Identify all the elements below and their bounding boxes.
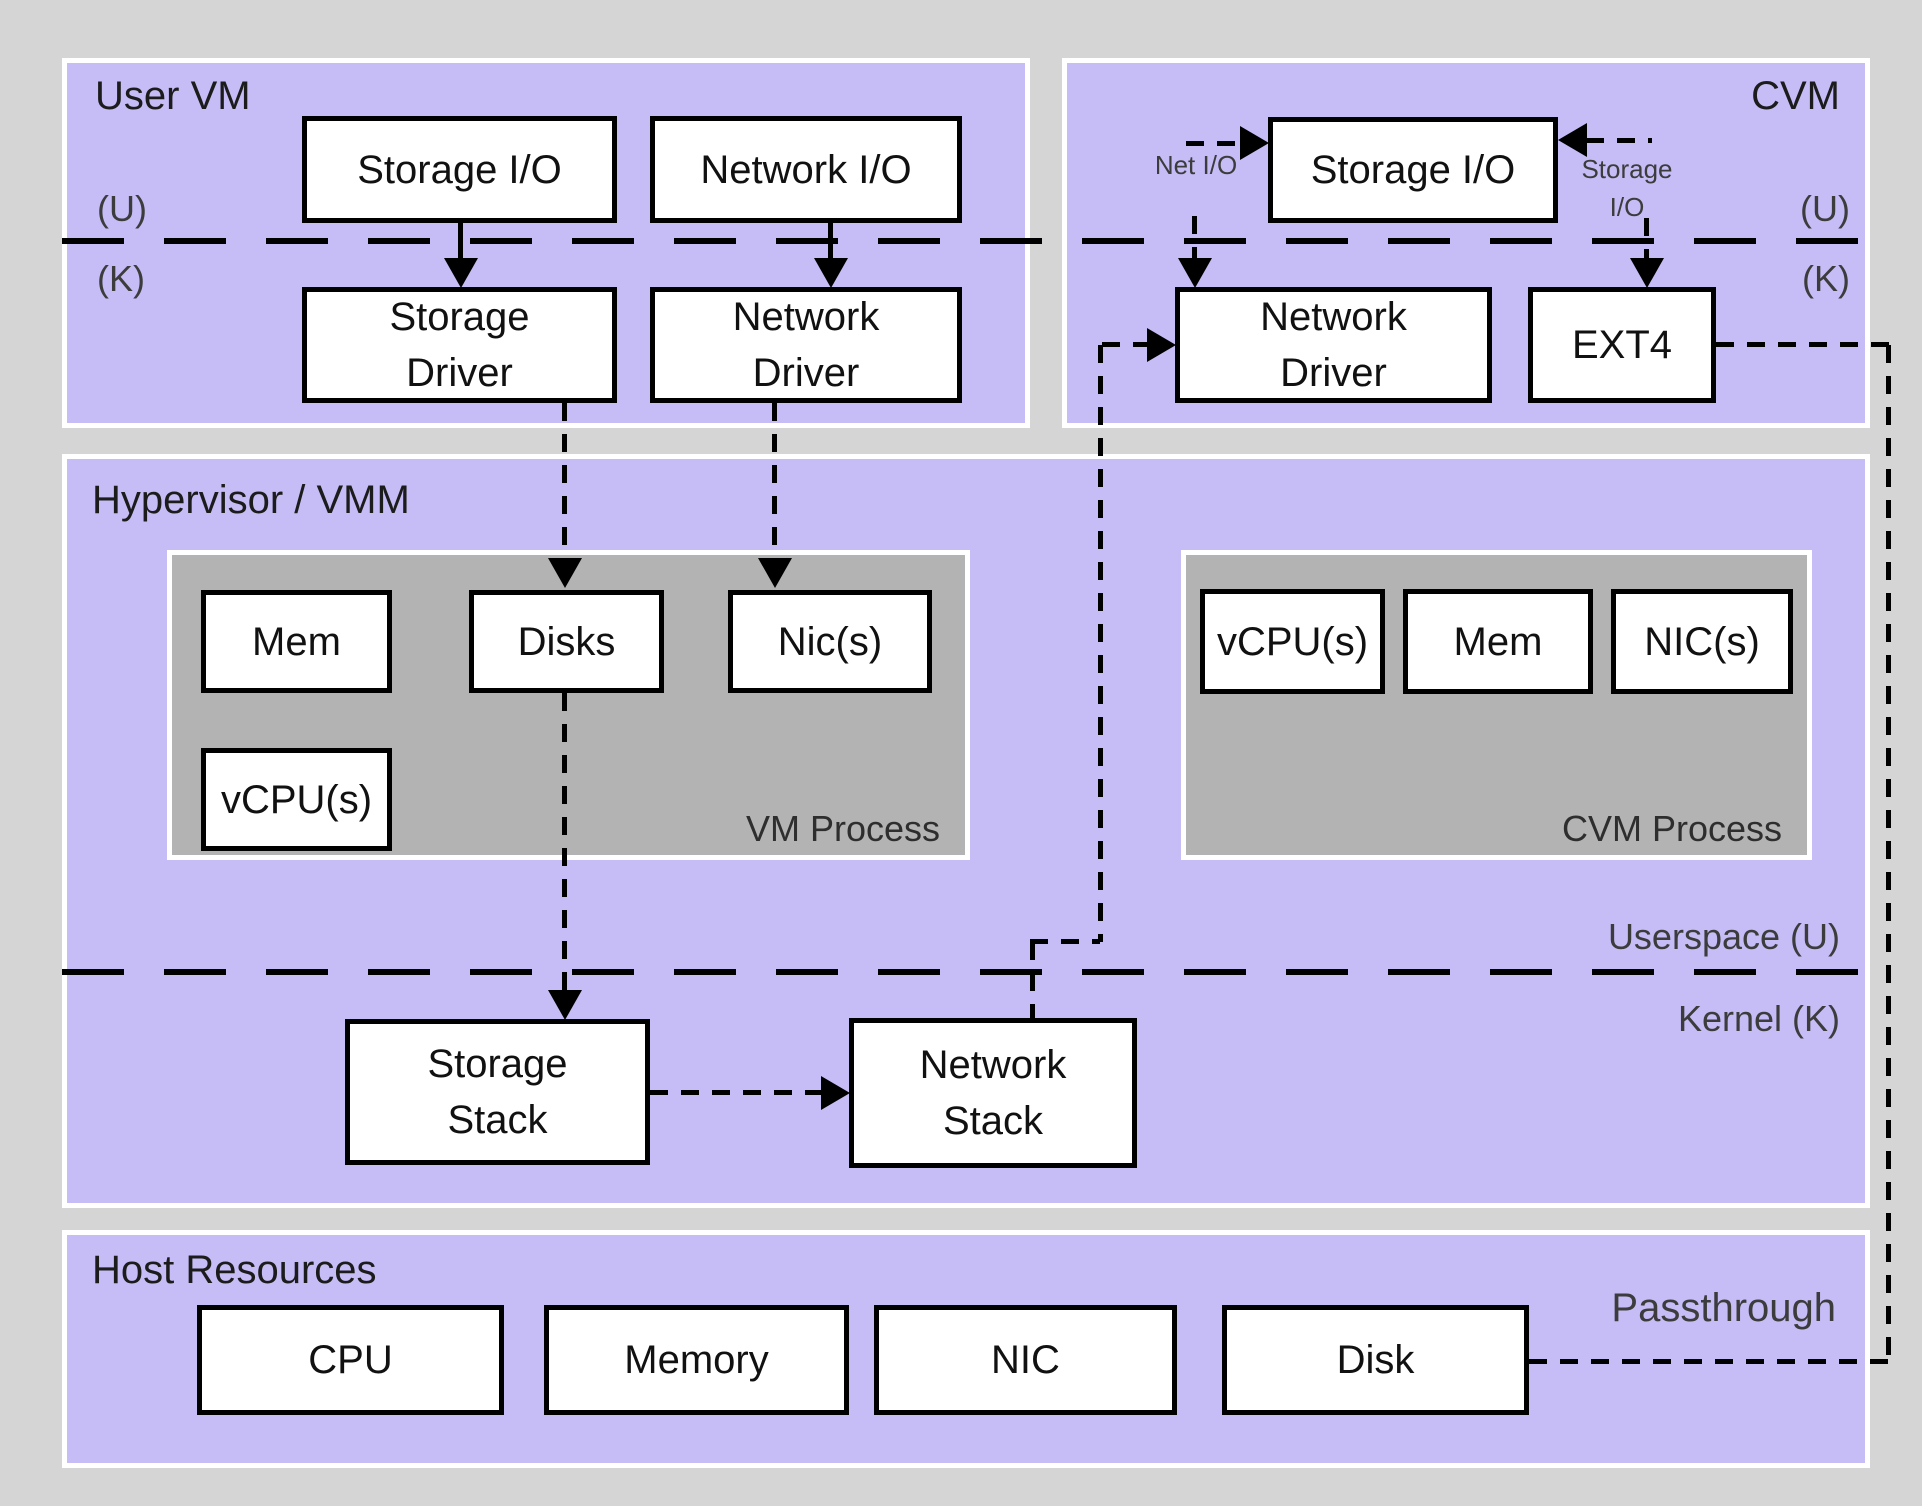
vm-process-mem-box: Mem: [201, 590, 392, 693]
host-memory-box: Memory: [544, 1305, 849, 1415]
storage-stack-to-network-stack-arrowhead: [821, 1076, 850, 1110]
cvm-ext4-box: EXT4: [1528, 287, 1716, 403]
user-vm-network-io-box: Network I/O: [650, 116, 962, 223]
vm-process-disks-label: Disks: [517, 619, 616, 664]
host-nic-label: NIC: [991, 1338, 1060, 1382]
net-io-arrow-line: [1186, 141, 1240, 146]
network-stack-to-driver-line-top: [1102, 342, 1147, 347]
cvm-process-nics-box: NIC(s): [1611, 589, 1793, 694]
cvm-process-mem-label: Mem: [1453, 619, 1543, 664]
storage-io-arrow-line: [1586, 138, 1652, 143]
storage-stack-to-network-stack-line: [650, 1090, 821, 1095]
user-vm-kernel-label: (K): [97, 258, 145, 299]
user-vm-userspace-label: (U): [97, 188, 147, 229]
network-stack-to-driver-line-vertical: [1098, 345, 1103, 942]
cvm-process-nics-label: NIC(s): [1644, 619, 1760, 664]
network-stack-to-driver-line-jog: [1030, 939, 1100, 944]
vm-process-nics-box: Nic(s): [728, 590, 932, 693]
passthrough-line-vertical: [1886, 345, 1891, 1362]
vm-process-disks-box: Disks: [469, 590, 664, 693]
cvm-storage-io-box: Storage I/O: [1268, 117, 1558, 223]
hypervisor-kernel-label: Kernel (K): [1677, 998, 1840, 1039]
cvm-net-io-label: Net I/O: [1154, 150, 1238, 180]
passthrough-line-to-disk: [1529, 1359, 1890, 1364]
vm-process-vcpus-label: vCPU(s): [220, 777, 373, 822]
user-vm-storage-driver-label: Storage Driver: [389, 295, 530, 395]
network-stack-to-driver-arrowhead: [1147, 328, 1176, 362]
host-nic-box: NIC: [874, 1305, 1177, 1415]
vm-process-vcpus-box: vCPU(s): [201, 748, 392, 851]
cvm-storage-io-label: Storage I/O: [1310, 148, 1516, 192]
vm-process-label: VM Process: [745, 808, 940, 849]
net-io-arrowhead: [1240, 126, 1269, 160]
network-stack-box: Network Stack: [849, 1018, 1137, 1168]
storage-io-to-driver-line: [458, 223, 463, 258]
host-cpu-box: CPU: [197, 1305, 504, 1415]
disks-to-storage-stack-arrowhead: [548, 990, 582, 1020]
net-io-to-network-driver-line: [1192, 216, 1197, 258]
network-driver-to-nics-arrowhead: [758, 558, 792, 588]
vm-process-mem-label: Mem: [252, 619, 341, 664]
host-disk-box: Disk: [1222, 1305, 1529, 1415]
user-vm-storage-driver-box: Storage Driver: [302, 287, 617, 403]
userspace-kernel-separator-hypervisor: [62, 969, 1870, 975]
host-disk-label: Disk: [1336, 1338, 1415, 1382]
user-kernel-separator-top: [62, 238, 1870, 244]
host-memory-label: Memory: [624, 1338, 769, 1382]
hypervisor-userspace-label: Userspace (U): [1607, 916, 1840, 957]
vm-process-nics-label: Nic(s): [777, 619, 883, 664]
cvm-process-label: CVM Process: [1561, 808, 1782, 849]
passthrough-label: Passthrough: [1611, 1286, 1836, 1330]
storage-io-to-ext4-line: [1644, 218, 1649, 258]
host-resources-title: Host Resources: [92, 1248, 377, 1292]
cvm-network-driver-label: Network Driver: [1260, 295, 1407, 395]
cvm-title: CVM: [1751, 74, 1840, 118]
host-cpu-label: CPU: [308, 1338, 393, 1382]
storage-driver-to-disks-line: [562, 403, 567, 558]
cvm-ext4-label: EXT4: [1571, 323, 1673, 367]
storage-stack-box: Storage Stack: [345, 1019, 650, 1165]
user-vm-storage-io-label: Storage I/O: [357, 147, 562, 192]
cvm-process-vcpus-box: vCPU(s): [1200, 589, 1385, 694]
network-driver-to-nics-line: [772, 403, 777, 558]
net-io-to-network-driver-arrowhead: [1178, 258, 1212, 288]
storage-io-to-ext4-arrowhead: [1630, 258, 1664, 288]
network-io-to-driver-arrowhead: [814, 258, 848, 288]
storage-driver-to-disks-arrowhead: [548, 558, 582, 588]
storage-io-arrowhead: [1558, 123, 1587, 157]
disks-to-storage-stack-line: [562, 693, 567, 990]
network-stack-to-driver-line-bottom: [1030, 942, 1035, 1019]
user-vm-network-driver-label: Network Driver: [732, 295, 880, 395]
hypervisor-title: Hypervisor / VMM: [92, 478, 410, 522]
cvm-process-mem-box: Mem: [1403, 589, 1593, 694]
cvm-network-driver-box: Network Driver: [1175, 287, 1492, 403]
user-vm-network-driver-box: Network Driver: [650, 287, 962, 403]
storage-io-to-driver-arrowhead: [444, 258, 478, 288]
user-vm-network-io-label: Network I/O: [700, 147, 912, 192]
user-vm-storage-io-box: Storage I/O: [302, 116, 617, 223]
storage-stack-label: Storage Stack: [427, 1042, 568, 1142]
network-io-to-driver-line: [828, 223, 833, 258]
network-stack-label: Network Stack: [919, 1043, 1067, 1143]
cvm-kernel-label: (K): [1802, 258, 1850, 299]
ext4-passthrough-line-top: [1716, 342, 1890, 347]
user-vm-title: User VM: [95, 74, 251, 118]
cvm-process-vcpus-label: vCPU(s): [1216, 619, 1369, 664]
cvm-userspace-label: (U): [1800, 188, 1850, 229]
cvm-storage-io-flow-label: Storage I/O: [1581, 154, 1673, 222]
